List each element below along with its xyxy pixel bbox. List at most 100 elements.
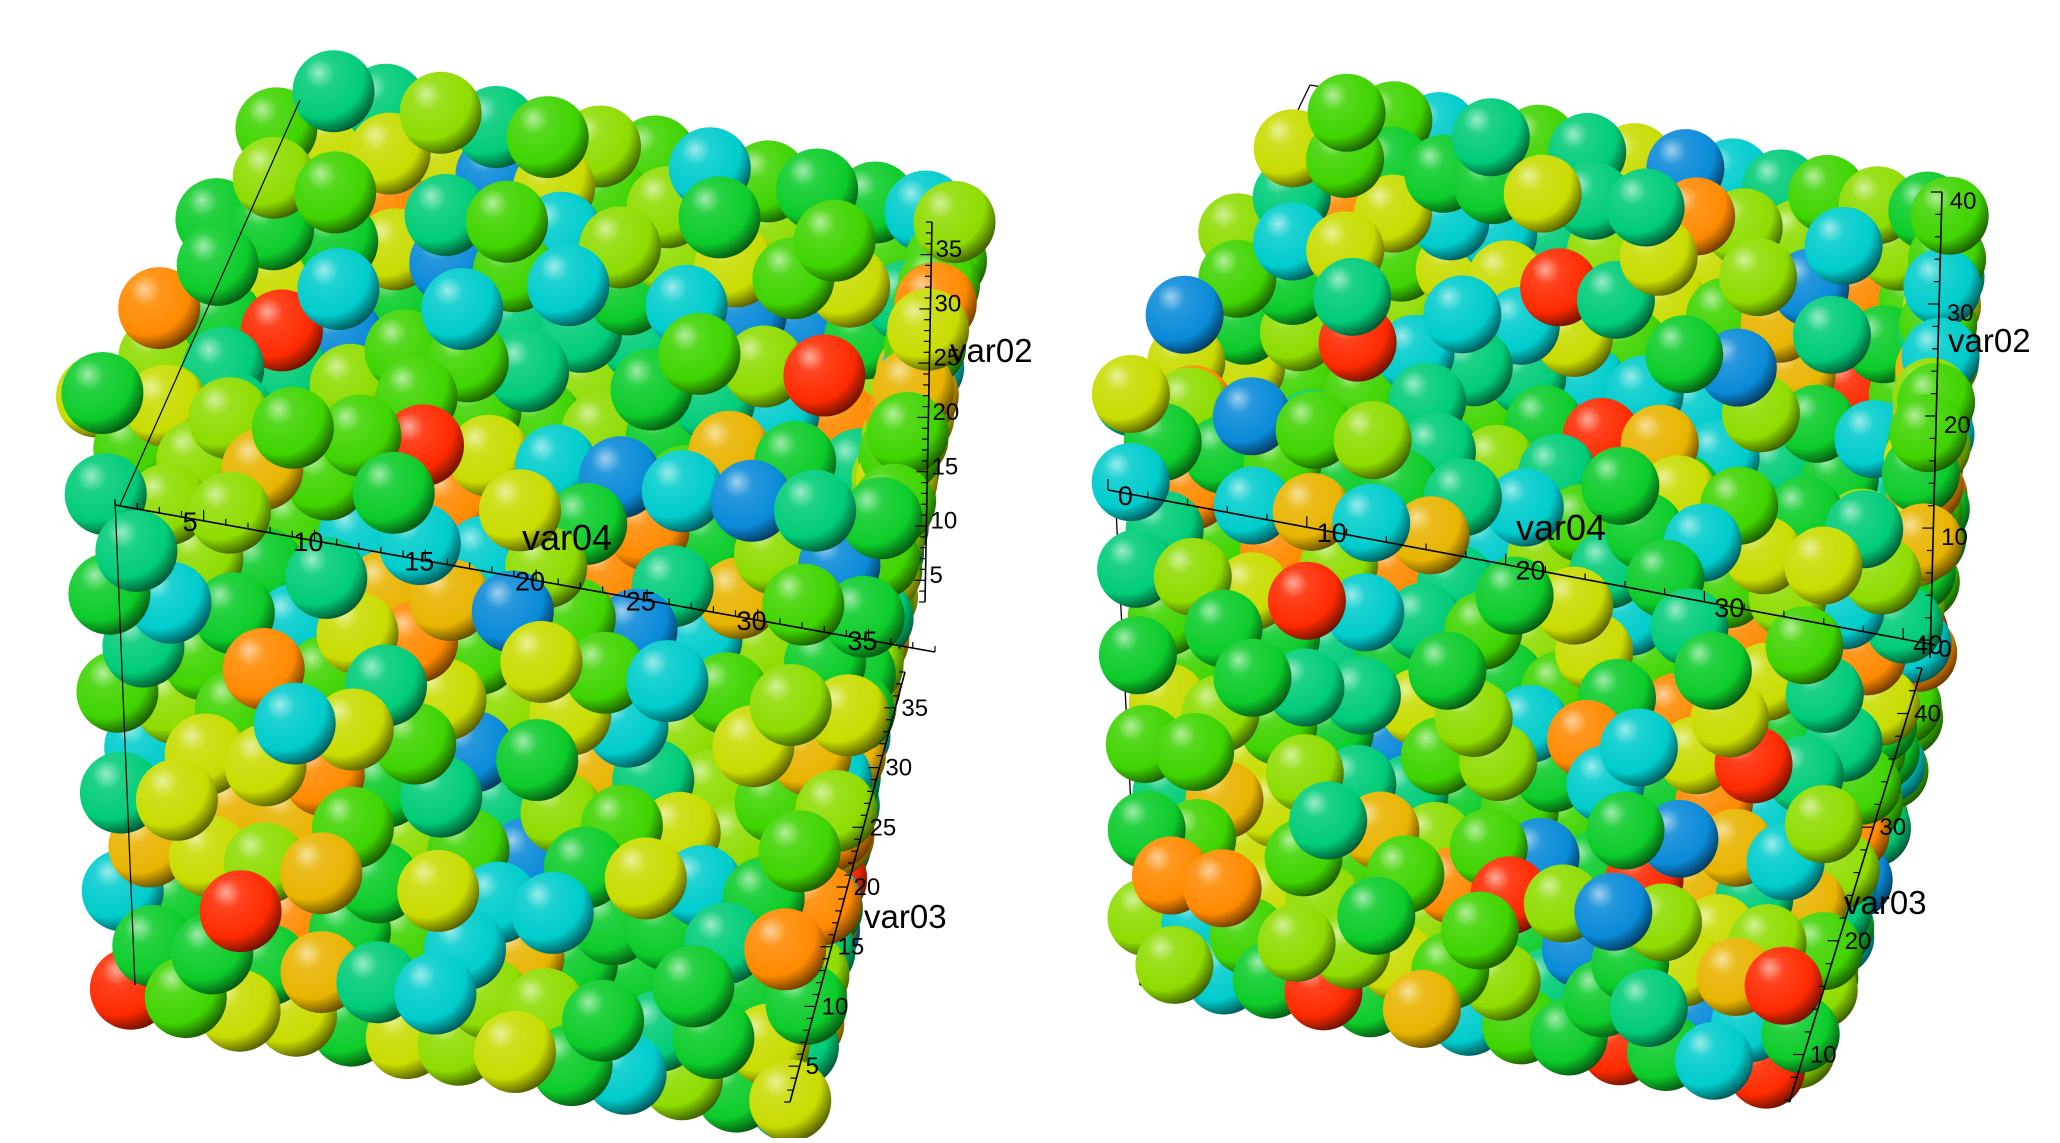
tick-label: 40 — [1914, 701, 1941, 728]
sphere — [678, 176, 761, 259]
tick-label: 10 — [1317, 518, 1347, 548]
sphere — [1440, 891, 1519, 970]
sphere — [1382, 970, 1461, 1048]
sphere — [793, 199, 876, 282]
sphere — [723, 325, 806, 408]
sphere — [294, 151, 377, 234]
sphere — [1289, 781, 1368, 860]
axis-line — [1929, 191, 1943, 659]
axis-line — [924, 221, 933, 603]
sphere — [399, 71, 482, 154]
tick-label: 5 — [930, 562, 943, 589]
sphere — [1091, 443, 1170, 522]
sphere — [280, 832, 363, 915]
tick-label: 10 — [1941, 524, 1968, 551]
sphere — [710, 459, 793, 542]
right-x-axis: 0 10 20 30 40 — [1107, 479, 1943, 660]
sphere — [1213, 466, 1292, 545]
sphere — [1475, 556, 1554, 635]
sphere — [1275, 390, 1354, 469]
sphere — [1586, 791, 1665, 870]
sphere — [840, 477, 923, 560]
tick-label: 25 — [870, 814, 897, 841]
sphere — [527, 244, 610, 327]
left-y-axis-label: var02 — [950, 332, 1033, 369]
sphere — [466, 180, 548, 263]
tick-label: 30 — [935, 290, 962, 317]
sphere — [1485, 468, 1564, 547]
left-x-axis-label: var04 — [522, 517, 612, 558]
tick-label: 0 — [1938, 636, 1951, 663]
tick-label: 20 — [1845, 928, 1872, 955]
tick-label: 25 — [934, 345, 961, 372]
sphere — [421, 268, 504, 350]
sphere — [285, 536, 368, 619]
sphere — [1267, 561, 1346, 640]
sphere — [1804, 206, 1883, 285]
sphere — [1744, 946, 1823, 1025]
box-edge — [119, 99, 301, 506]
sphere — [1574, 872, 1653, 951]
right-x-axis-label: var04 — [1516, 507, 1606, 548]
sphere — [749, 664, 832, 746]
axis-line — [1107, 489, 1936, 646]
tick-label: 15 — [838, 934, 865, 961]
sphere — [1599, 708, 1678, 787]
sphere — [496, 719, 579, 801]
sphere — [251, 386, 334, 469]
sphere — [1135, 925, 1214, 1004]
right-z-axis-label: var03 — [1844, 884, 1927, 921]
tick-label: 35 — [901, 695, 928, 722]
sphere — [564, 631, 647, 714]
sphere — [500, 620, 583, 703]
tick-label: 35 — [936, 236, 963, 263]
sphere — [511, 871, 594, 954]
tick-label: 0 — [1118, 481, 1133, 511]
sphere — [297, 248, 380, 330]
sphere — [1183, 849, 1262, 928]
right-y-axis-label: var02 — [1948, 322, 2031, 359]
sphere — [1792, 295, 1871, 374]
right-axes: 0 10 20 30 40 40 30 20 10 0 40 30 20 10 var04 var02… — [1107, 188, 2031, 1101]
sphere — [1307, 73, 1386, 152]
sphere — [1337, 876, 1416, 955]
right-spheres — [1091, 73, 1989, 1109]
sphere — [1333, 401, 1412, 480]
sphere — [1091, 355, 1170, 433]
sphere — [397, 849, 480, 932]
axis-line — [114, 504, 936, 653]
sphere — [1889, 394, 1968, 473]
sphere — [473, 1011, 556, 1093]
tick-label: 5 — [183, 507, 198, 537]
sphere — [199, 870, 282, 953]
sphere — [1257, 903, 1336, 982]
tick-label: 20 — [1516, 556, 1546, 586]
sphere — [604, 837, 687, 920]
sphere — [652, 945, 735, 1028]
sphere — [61, 352, 144, 434]
sphere — [1212, 377, 1291, 456]
sphere — [487, 330, 570, 413]
sphere — [758, 810, 841, 893]
tick-label: 30 — [1879, 814, 1906, 841]
sphere — [1156, 713, 1235, 791]
sphere — [506, 96, 589, 179]
tick-label: 35 — [847, 626, 877, 656]
sphere — [1503, 154, 1582, 233]
sphere — [1326, 573, 1405, 652]
box-edge — [114, 499, 136, 986]
tick-label: 40 — [1913, 630, 1943, 660]
sphere — [1408, 631, 1487, 710]
tick-label: 30 — [1714, 593, 1744, 623]
sphere — [887, 288, 970, 371]
sphere — [253, 682, 336, 765]
tick-label: 20 — [933, 399, 960, 426]
